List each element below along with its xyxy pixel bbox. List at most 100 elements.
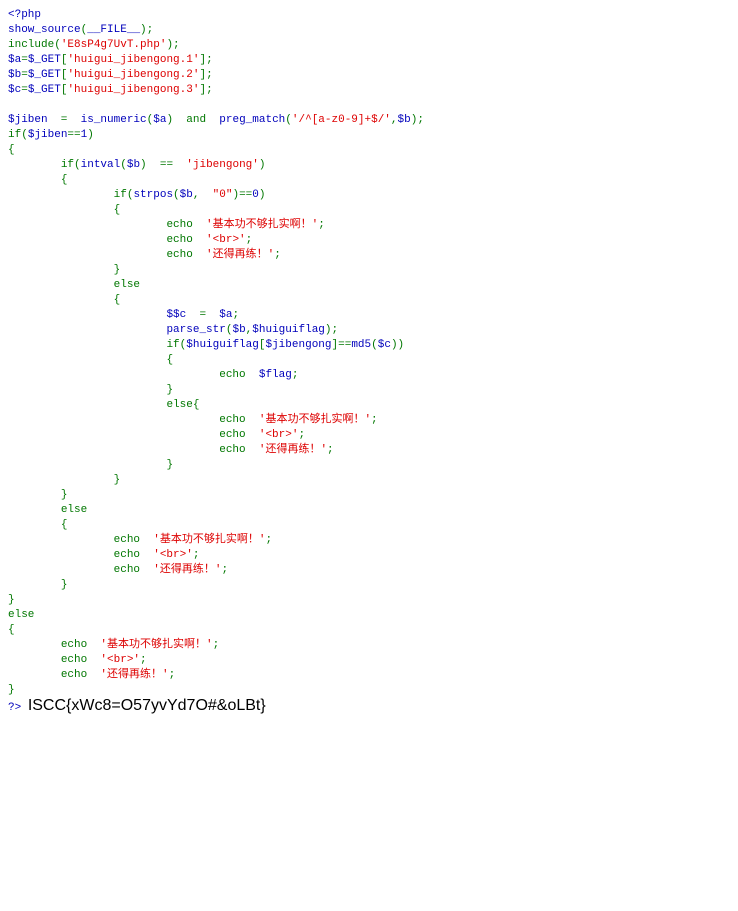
code-token: echo	[8, 654, 101, 666]
code-token: $b	[126, 159, 141, 171]
code-token: echo	[8, 669, 101, 681]
code-line: $jiben = is_numeric($a) and preg_match('…	[8, 113, 424, 128]
code-line: {	[8, 143, 424, 158]
code-token: =	[21, 54, 28, 66]
code-token: =	[47, 114, 81, 126]
code-token: )==	[232, 189, 253, 201]
code-token: {	[8, 294, 121, 306]
code-token: ;	[221, 564, 229, 576]
code-token: md5	[351, 339, 372, 351]
code-token: $huiguiflag	[252, 324, 325, 336]
code-line: else	[8, 503, 424, 518]
code-token: }	[8, 579, 68, 591]
code-line: echo '基本功不够扎实啊！';	[8, 218, 424, 233]
code-token: '<br>'	[258, 429, 299, 441]
code-token: <?php	[8, 9, 42, 21]
code-token: echo	[8, 444, 259, 456]
code-token: '<br>'	[153, 549, 193, 561]
code-token: '还得再练！'	[100, 669, 169, 681]
code-token: echo	[8, 429, 259, 441]
code-token: $$c	[166, 309, 187, 321]
code-token: {	[8, 624, 15, 636]
code-token: }	[8, 489, 68, 501]
code-token: '还得再练！'	[206, 249, 275, 261]
code-token: echo	[8, 639, 101, 651]
code-token: $a	[153, 114, 167, 126]
code-token: ) ==	[140, 159, 187, 171]
code-token: {	[8, 519, 68, 531]
code-token: __FILE__	[87, 24, 141, 36]
code-token: (	[80, 24, 88, 36]
code-token: ;	[192, 549, 200, 561]
code-token: =	[186, 309, 220, 321]
code-line: echo '还得再练！';	[8, 563, 424, 578]
code-token: 1	[80, 129, 88, 141]
code-token: preg_match	[219, 114, 286, 126]
code-token: echo	[8, 534, 154, 546]
code-token: '基本功不够扎实啊！'	[153, 534, 266, 546]
code-token: ;	[298, 429, 306, 441]
code-token: echo	[8, 219, 207, 231]
code-line: echo '<br>';	[8, 233, 424, 248]
code-line	[8, 98, 424, 113]
code-token: else	[8, 504, 88, 516]
code-token: 0	[252, 189, 259, 201]
code-token: $b	[232, 324, 246, 336]
code-line: echo '基本功不够扎实啊！';	[8, 413, 424, 428]
code-token: if(	[8, 129, 28, 141]
code-token: );	[140, 24, 154, 36]
code-token: ;	[140, 654, 147, 666]
code-line: echo '还得再练！';	[8, 248, 424, 263]
code-token: )	[258, 189, 266, 201]
code-line: if($jiben==1)	[8, 128, 424, 143]
code-token: '还得再练！'	[153, 564, 222, 576]
flag-output: ISCC{xWc8=O57yvYd7O#&oLBt}	[27, 697, 266, 714]
code-line: {	[8, 293, 424, 308]
code-token: [	[60, 69, 68, 81]
code-token: [	[60, 54, 68, 66]
code-token: ;	[291, 369, 299, 381]
code-token: if(	[8, 339, 187, 351]
code-token: '还得再练！'	[258, 444, 328, 456]
code-token	[8, 324, 166, 336]
code-line: echo '还得再练！';	[8, 668, 424, 683]
code-token: (	[225, 324, 233, 336]
code-line: {	[8, 203, 424, 218]
code-token: 'E8sP4g7UvT.php'	[60, 39, 167, 51]
code-line: echo '<br>';	[8, 653, 424, 668]
code-line: if(strpos($b, "0")==0)	[8, 188, 424, 203]
code-line: }	[8, 473, 424, 488]
code-token: $b	[179, 189, 193, 201]
code-token: '<br>'	[206, 234, 246, 246]
code-token: {	[8, 354, 174, 366]
code-line: }	[8, 488, 424, 503]
code-token: 'jibengong'	[186, 159, 259, 171]
code-token: $_GET	[27, 54, 61, 66]
code-token: parse_str	[166, 324, 226, 336]
code-token: (	[120, 159, 127, 171]
code-token: =	[21, 69, 28, 81]
code-line: echo '基本功不够扎实啊！';	[8, 533, 424, 548]
code-line: if(intval($b) == 'jibengong')	[8, 158, 424, 173]
code-line: echo '还得再练！';	[8, 443, 424, 458]
code-token: )	[87, 129, 94, 141]
code-token: ) and	[166, 114, 220, 126]
code-token: ;	[168, 669, 176, 681]
code-token: else{	[8, 399, 200, 411]
code-token: ];	[199, 84, 213, 96]
code-line: show_source(__FILE__);	[8, 23, 424, 38]
code-token: $jiben	[8, 114, 48, 126]
code-line: {	[8, 623, 424, 638]
code-line: $$c = $a;	[8, 308, 424, 323]
code-token: [	[258, 339, 266, 351]
code-token: if(	[8, 159, 81, 171]
code-line: echo '<br>';	[8, 428, 424, 443]
code-line: include('E8sP4g7UvT.php');	[8, 38, 424, 53]
code-token: '基本功不够扎实啊！'	[206, 219, 319, 231]
code-token: );	[324, 324, 339, 336]
code-token: ;	[232, 309, 240, 321]
code-token: echo	[8, 234, 207, 246]
code-token: }	[8, 384, 174, 396]
code-token: intval	[80, 159, 121, 171]
code-token: }	[8, 594, 15, 606]
